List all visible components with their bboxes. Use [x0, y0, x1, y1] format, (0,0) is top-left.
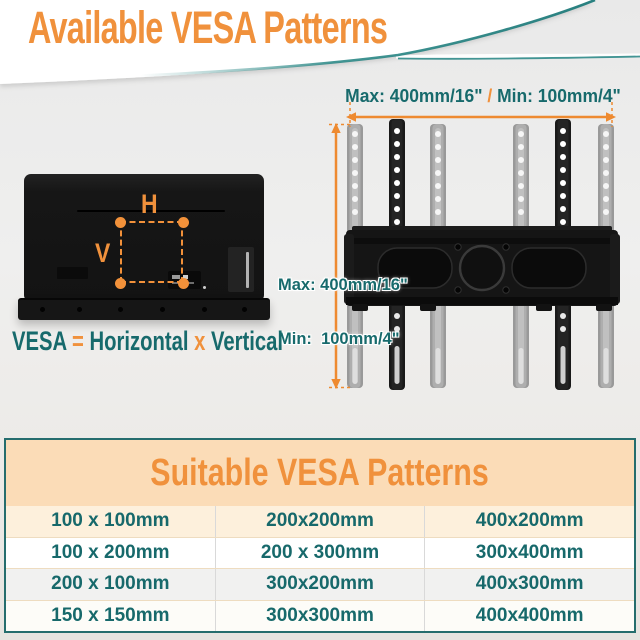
- side-dim-min: Min: 100mm/4": [278, 330, 400, 348]
- page-title: Available VESA Patterns: [28, 2, 388, 53]
- tv-side-recess: [228, 247, 254, 292]
- table-cell: 150 x 150mm: [6, 600, 216, 631]
- top-dim-max: Max: 400mm/16": [345, 86, 483, 106]
- tv-bottom-rail: [18, 298, 270, 320]
- table-cell: 300x300mm: [216, 600, 426, 631]
- formula-x: x: [188, 326, 212, 356]
- table-cell: 400x300mm: [475, 573, 584, 595]
- tv-screw: [242, 307, 247, 312]
- vesa-dot-top-right: [177, 216, 189, 228]
- formula-horizontal: Horizontal: [89, 326, 189, 356]
- formula-equals: =: [66, 326, 90, 356]
- vesa-dot-bottom-right: [177, 277, 189, 289]
- v-label: V: [95, 238, 111, 268]
- side-dim-max: Max: 400mm/16": [278, 276, 408, 294]
- table-row: 100 x 100mm 200x200mm 400x200mm: [6, 506, 634, 537]
- table-cell: 300x200mm: [216, 569, 426, 600]
- top-dim-separator: /: [482, 86, 498, 106]
- horizontal-dimension-arrow: [346, 102, 616, 127]
- table-cell: 400x400mm: [475, 604, 584, 626]
- vesa-table: Suitable VESA Patterns 100 x 100mm 200x2…: [4, 438, 636, 633]
- table-cell: 200x200mm: [216, 506, 426, 537]
- header-ribbon-graphic: [0, 0, 640, 84]
- table-cell: 100 x 200mm: [6, 537, 216, 568]
- tv-groove-line: [77, 210, 225, 212]
- table-cell: 400x200mm: [475, 510, 584, 532]
- h-label: H: [141, 189, 158, 219]
- top-dim-min: Min: 100mm/4": [497, 86, 621, 106]
- tv-recess-stripe: [246, 252, 249, 288]
- formula-vesa: VESA: [12, 326, 67, 356]
- side-dimension-label: Max: 400mm/16" Min: 100mm/4": [278, 240, 408, 384]
- top-dimension-label: Max: 400mm/16" / Min: 100mm/4": [344, 86, 621, 107]
- vesa-dot-top-left: [114, 216, 126, 228]
- table-row: 100 x 200mm 200 x 300mm 300x400mm: [6, 536, 634, 568]
- table-cell: 200 x 300mm: [216, 537, 426, 568]
- tv-screw: [77, 307, 82, 312]
- tv-screw: [118, 307, 123, 312]
- vesa-table-body: 100 x 100mm 200x200mm 400x200mm 100 x 20…: [6, 506, 634, 631]
- table-row: 150 x 150mm 300x300mm 400x400mm: [6, 599, 634, 631]
- table-cell: 300x400mm: [475, 541, 584, 563]
- tv-left-panel: [57, 267, 88, 279]
- vesa-formula: VESA = Horizontal x Vertical: [12, 326, 283, 357]
- wall-plate: [344, 226, 620, 311]
- table-cell: 100 x 100mm: [6, 506, 216, 537]
- vesa-pattern-square: [120, 221, 183, 283]
- plate-center-knob: [458, 244, 506, 292]
- vesa-table-title: Suitable VESA Patterns: [150, 451, 490, 494]
- tv-screw: [202, 307, 207, 312]
- vertical-dimension-arrow: [329, 123, 352, 389]
- tv-screw: [40, 307, 45, 312]
- tv-back-body: [24, 174, 264, 302]
- vesa-dot-bottom-left: [114, 277, 126, 289]
- table-cell: 200 x 100mm: [6, 569, 216, 600]
- formula-vertical: Vertical: [211, 326, 284, 356]
- tv-indicator-dot: [203, 286, 206, 289]
- table-row: 200 x 100mm 300x200mm 400x300mm: [6, 568, 634, 600]
- vesa-table-header: Suitable VESA Patterns: [6, 440, 634, 506]
- tv-screw: [160, 307, 165, 312]
